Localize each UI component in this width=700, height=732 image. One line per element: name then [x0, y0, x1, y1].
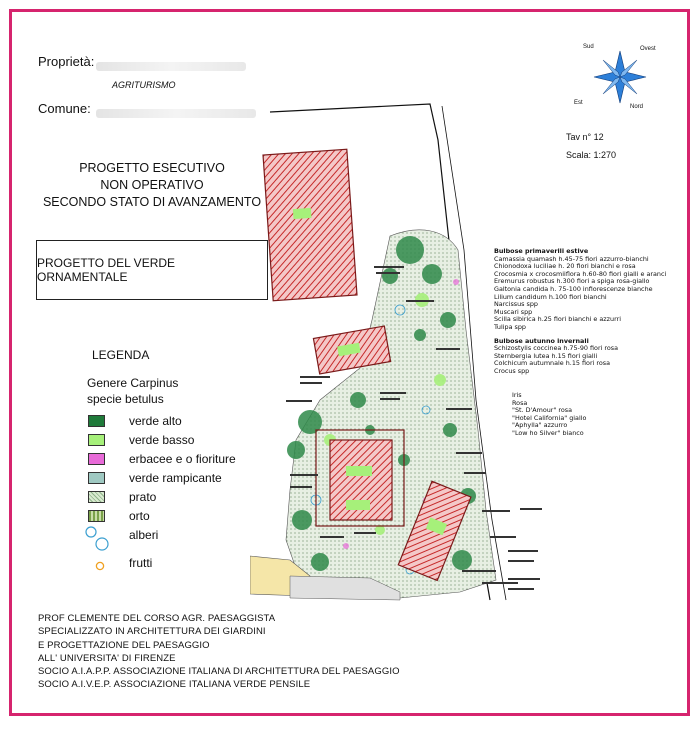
- compass-label-se: Nord: [630, 104, 644, 110]
- legend-swatch-prato: [88, 491, 105, 503]
- project-line3: SECONDO STATO DI AVANZAMENTO: [42, 195, 262, 209]
- legend-label-frutti: frutti: [129, 556, 153, 570]
- proprieta-redacted: [96, 58, 246, 76]
- note-spring-1: Chionodoxa luciliae h. 20 fiori bianchi …: [494, 262, 636, 271]
- compass-label-sw: Est: [574, 100, 583, 106]
- credit-line-3: ALL' UNIVERSITA' DI FIRENZE: [38, 652, 176, 664]
- legend-label-verde-basso: verde basso: [129, 433, 195, 447]
- project-line2: NON OPERATIVO: [100, 178, 204, 192]
- note-spring-4: Galtonia candida h. 75-100 infiorescenze…: [494, 284, 653, 293]
- note-autumn-2: Colchicum autumnale h.15 fiori rosa: [494, 359, 611, 368]
- building-north: [262, 148, 358, 302]
- notes-autumn-title: Bulbose autunno invernali: [494, 336, 589, 345]
- credit-line-1: SPECIALIZZATO IN ARCHITETTURA DEI GIARDI…: [38, 626, 266, 638]
- note-spring-8: Scilla sibirica h.25 fiori bianchi e azz…: [494, 315, 621, 324]
- sheet-scale: Scala: 1:270: [566, 150, 617, 160]
- compass-rose-icon: [593, 50, 647, 104]
- note-rose-1: Rosa: [512, 398, 528, 407]
- note-spring-5: Lilium candidum h.100 fiori bianchi: [494, 292, 607, 301]
- site-plan: [250, 103, 542, 601]
- courtyard: [315, 429, 405, 527]
- project-titles: PROGETTO ESECUTIVO NON OPERATIVO SECONDO…: [36, 160, 268, 211]
- compass-label-nw: Sud: [583, 44, 594, 50]
- note-spring-6: Narcissus spp: [494, 300, 538, 309]
- legend-title: LEGENDA: [92, 348, 150, 362]
- note-spring-9: Tulipa spp: [494, 322, 526, 331]
- project-box-title: PROGETTO DEL VERDE ORNAMENTALE: [37, 256, 176, 284]
- credits: PROF CLEMENTE DEL CORSO AGR. PAESAGGISTA…: [38, 612, 400, 692]
- note-rose-4: "Aphylla" azzurro: [512, 421, 568, 430]
- proprieta-value: AGRITURISMO: [112, 80, 176, 90]
- project-title-box: PROGETTO DEL VERDE ORNAMENTALE: [36, 240, 268, 300]
- legend-label-prato: prato: [129, 490, 157, 504]
- notes-spring-title: Bulbose primaverili estive: [494, 247, 589, 255]
- note-autumn-0: Schizostylis coccinea h.75-90 fiori rosa: [494, 344, 619, 353]
- note-rose-0: Iris: [512, 391, 522, 399]
- legend-swatch-verde-basso: [88, 434, 105, 446]
- legend-swatch-orto: [88, 510, 105, 522]
- note-autumn-3: Crocus spp: [494, 366, 530, 375]
- note-spring-3: Eremurus robustus h.300 fiori a spiga ro…: [494, 277, 650, 286]
- legend-label-orto: orto: [129, 509, 150, 523]
- legend-label-verde-rampicante: verde rampicante: [129, 471, 222, 485]
- legend-alberi-icon: [85, 526, 109, 551]
- legend-label-verde-alto: verde alto: [129, 414, 182, 428]
- sheet-number: Tav n° 12: [566, 132, 604, 142]
- legend-species: specie betulus: [87, 392, 164, 406]
- comune-redacted: [96, 105, 256, 123]
- note-rose-2: "St. D'Amour" rosa: [512, 406, 573, 415]
- note-rose-5: "Low ho Silver" bianco: [512, 428, 584, 437]
- note-spring-0: Camassia quamash h.45-75 fiori azzurro-b…: [494, 254, 649, 263]
- compass-label-ne: Ovest: [640, 46, 656, 52]
- project-line1: PROGETTO ESECUTIVO: [79, 161, 225, 175]
- legend-swatch-erbacee: [88, 453, 105, 465]
- proprieta-label: Proprietà:: [38, 54, 95, 69]
- legend-label-erbacee: erbacee e o fioriture: [129, 452, 236, 466]
- credit-line-2: E PROGETTAZIONE DEL PAESAGGIO: [38, 639, 210, 651]
- legend-frutti-icon: [95, 561, 105, 571]
- plant-notes: Bulbose primaverili estive Camassia quam…: [494, 247, 667, 376]
- legend-swatch-verde-rampicante: [88, 472, 105, 484]
- note-autumn-1: Sternbergia lutea h.15 fiori gialli: [494, 351, 598, 360]
- legend-genus: Genere Carpinus: [87, 376, 179, 390]
- credit-line-5: SOCIO A.I.V.E.P. ASSOCIAZIONE ITALIANA V…: [38, 679, 311, 691]
- legend-label-alberi: alberi: [129, 528, 159, 542]
- credit-line-0: PROF CLEMENTE DEL CORSO AGR. PAESAGGISTA: [38, 613, 276, 624]
- rose-notes: Iris Rosa "St. D'Amour" rosa "Hotel Cali…: [512, 391, 587, 438]
- note-rose-3: "Hotel California" giallo: [512, 413, 587, 422]
- note-spring-2: Crocosmia x crocosmiiflora h.60-80 fiori…: [494, 269, 667, 278]
- sheet-frame: [9, 9, 690, 716]
- comune-label: Comune:: [38, 101, 91, 116]
- note-spring-7: Muscari spp: [494, 307, 533, 316]
- legend-swatch-verde-alto: [88, 415, 105, 427]
- credit-line-4: SOCIO A.I.A.P.P. ASSOCIAZIONE ITALIANA D…: [38, 666, 400, 678]
